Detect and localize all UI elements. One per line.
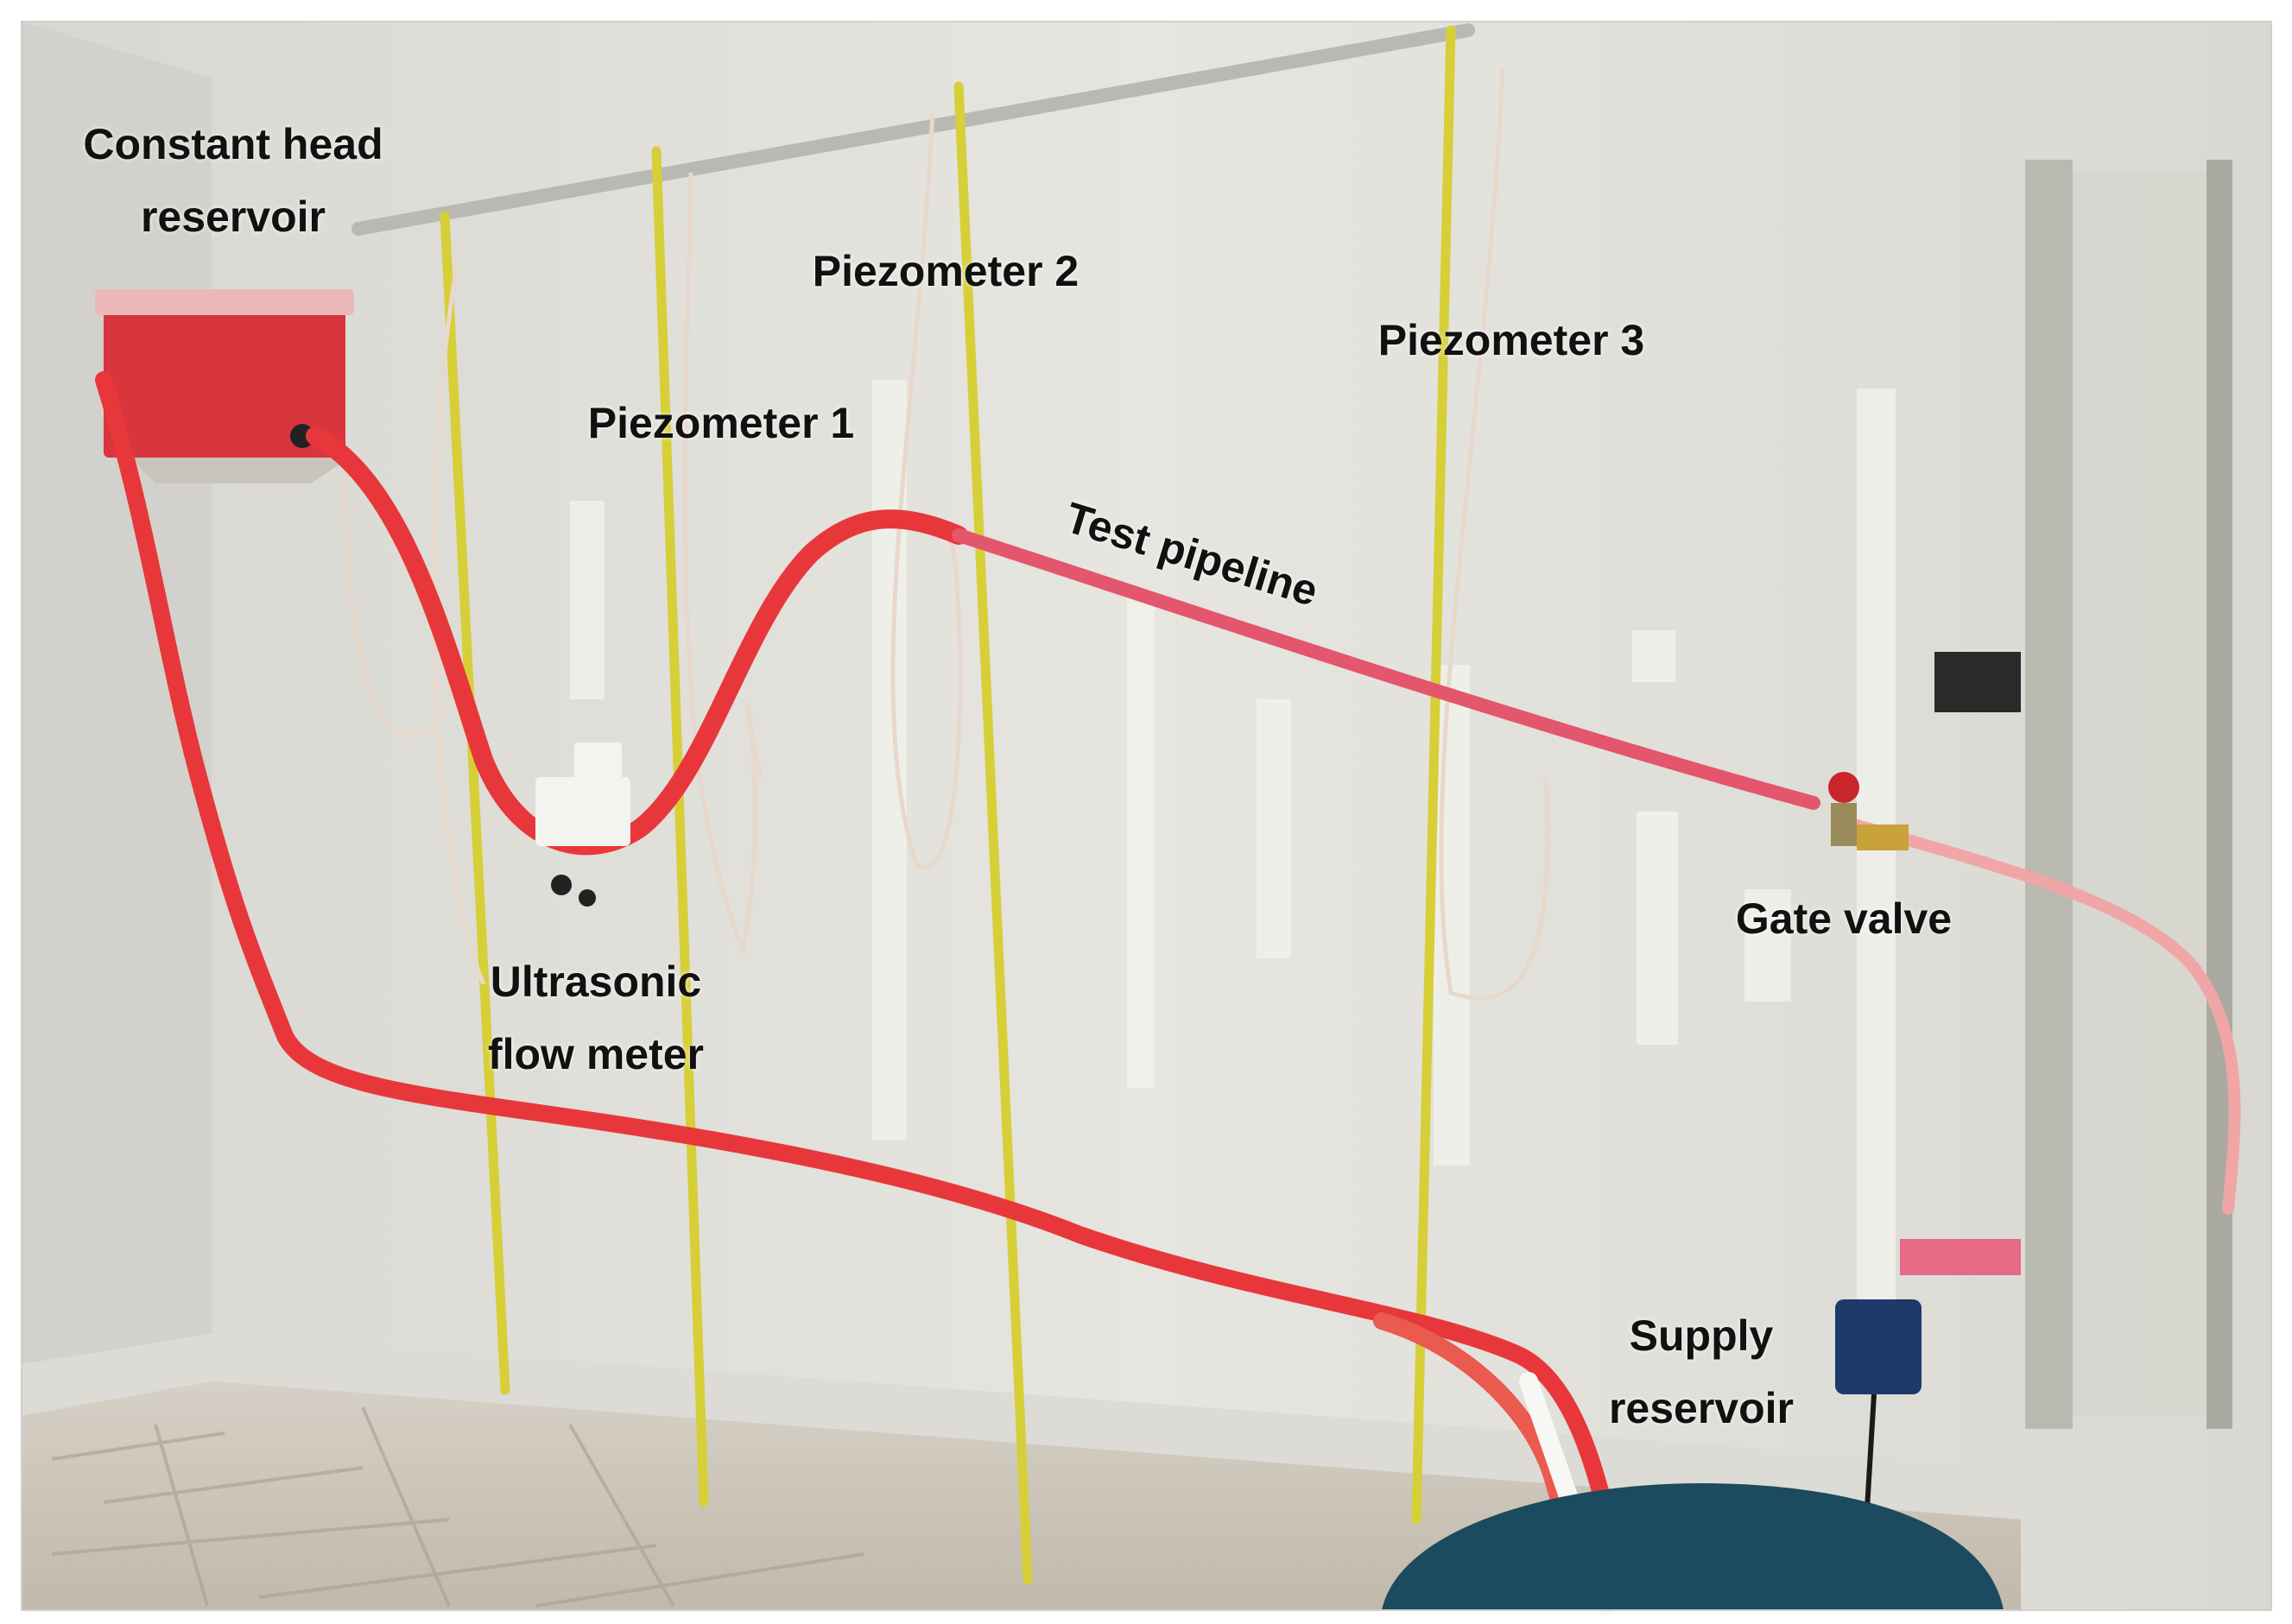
constant-head-reservoir-tank <box>95 289 354 483</box>
floor-tile-pattern <box>51 1406 864 1608</box>
label-piezometer-1: Piezometer 1 <box>587 399 855 447</box>
wall-strips <box>570 380 1896 1304</box>
label-line: reservoir <box>1608 1384 1795 1432</box>
top-rail <box>351 23 1475 236</box>
label-constant-head-reservoir: Constant head reservoir <box>73 108 393 253</box>
right-frame <box>1900 160 2232 1429</box>
piezometer-tubes <box>343 68 1550 1001</box>
ultrasonic-flow-meter-device <box>535 742 630 907</box>
label-ultrasonic-flow-meter: Ultrasonic flow meter <box>458 945 734 1090</box>
label-supply-reservoir: Supply reservoir <box>1589 1299 1814 1444</box>
label-line: reservoir <box>140 193 326 241</box>
label-line: Supply <box>1629 1311 1774 1360</box>
label-line: flow meter <box>487 1030 705 1078</box>
label-piezometer-2: Piezometer 2 <box>812 247 1080 295</box>
measuring-tapes <box>440 25 1456 1585</box>
label-gate-valve: Gate valve <box>1735 894 1953 943</box>
label-line: Constant head <box>83 120 383 168</box>
pump <box>1835 1299 1922 1394</box>
gate-valve-device <box>1828 772 1909 850</box>
frame-border <box>21 21 2272 1611</box>
supply-reservoir-bucket <box>1382 1483 2004 1610</box>
label-line: Ultrasonic <box>490 957 702 1006</box>
label-piezometer-3: Piezometer 3 <box>1377 316 1645 364</box>
